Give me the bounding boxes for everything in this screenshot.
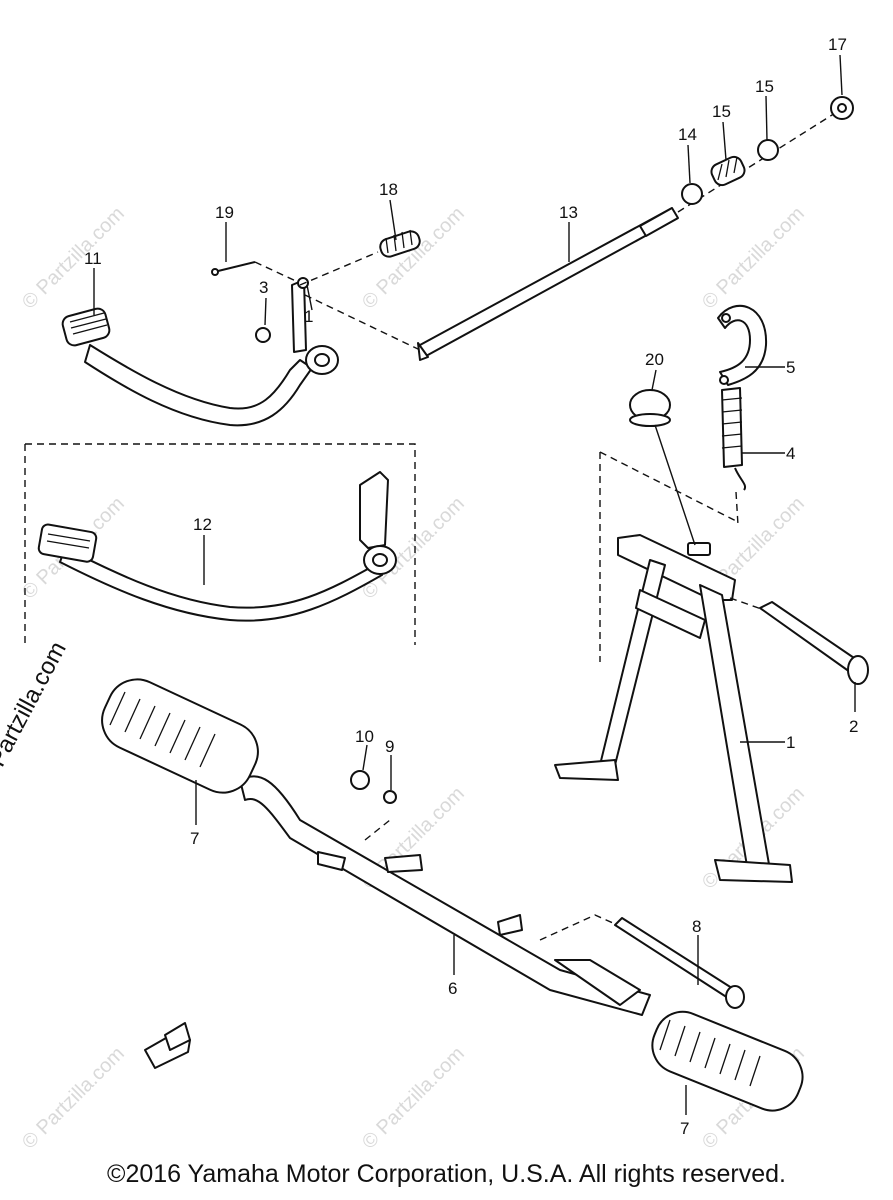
- cap-part-20: [629, 389, 696, 546]
- callout-11: 11: [84, 249, 102, 268]
- nut-part-10: [350, 770, 370, 790]
- nut-part-3: [255, 327, 271, 343]
- callout-15: 15: [755, 77, 774, 96]
- spring-part-18: [299, 229, 421, 286]
- brake-pedal-part-12: [24, 443, 416, 645]
- callout-15: 15: [712, 102, 731, 121]
- callout-1: 1: [786, 733, 795, 752]
- brake-rod-assembly: [304, 96, 854, 361]
- bracket-small: [144, 1022, 191, 1069]
- leader-lines: [93, 54, 856, 1115]
- watermark: © Partzilla.com: [18, 1043, 129, 1154]
- watermark: © Partzilla.com: [698, 203, 809, 314]
- grip-left-part-7: [101, 678, 259, 794]
- callout-19: 19: [215, 203, 234, 222]
- grip-right-part-7: [651, 1010, 804, 1112]
- callout-6: 6: [448, 979, 457, 998]
- callout-17: 17: [828, 35, 847, 54]
- callout-14: 14: [678, 125, 697, 144]
- watermark-layer: © Partzilla.com © Partzilla.com © Partzi…: [18, 203, 809, 1154]
- main-stand-part-1: [554, 451, 793, 883]
- callout-1: 1: [304, 307, 313, 326]
- watermark: © Partzilla.com: [358, 203, 469, 314]
- callout-18: 18: [379, 180, 398, 199]
- callout-10: 10: [355, 727, 374, 746]
- callout-20: 20: [645, 350, 664, 369]
- callout-7: 7: [190, 829, 199, 848]
- footrest-bar-part-6: [239, 775, 651, 1016]
- callout-4: 4: [786, 444, 795, 463]
- callout-7: 7: [680, 1119, 689, 1138]
- bolt-part-8: [614, 917, 745, 1009]
- pin-part-19: [211, 261, 299, 283]
- watermark: © Partzilla.com: [358, 1043, 469, 1154]
- callout-labels: 1 1 2 3 4 5 6 7 7 8 9 10 11 12 13 14 15 …: [84, 35, 858, 1138]
- brake-pedal-part-11: [61, 277, 339, 427]
- copyright-notice: ©2016 Yamaha Motor Corporation, U.S.A. A…: [107, 1160, 786, 1188]
- callout-2: 2: [849, 717, 858, 736]
- hook-part-5: [717, 304, 768, 386]
- watermark: © Partzilla.com: [18, 203, 129, 314]
- callout-12: 12: [193, 515, 212, 534]
- callout-9: 9: [385, 737, 394, 756]
- washer-part-9: [383, 790, 397, 804]
- callout-3: 3: [259, 278, 268, 297]
- spring-part-4: [721, 387, 746, 526]
- bolt-part-2: [729, 597, 869, 685]
- callout-5: 5: [786, 358, 795, 377]
- callout-13: 13: [559, 203, 578, 222]
- callout-8: 8: [692, 917, 701, 936]
